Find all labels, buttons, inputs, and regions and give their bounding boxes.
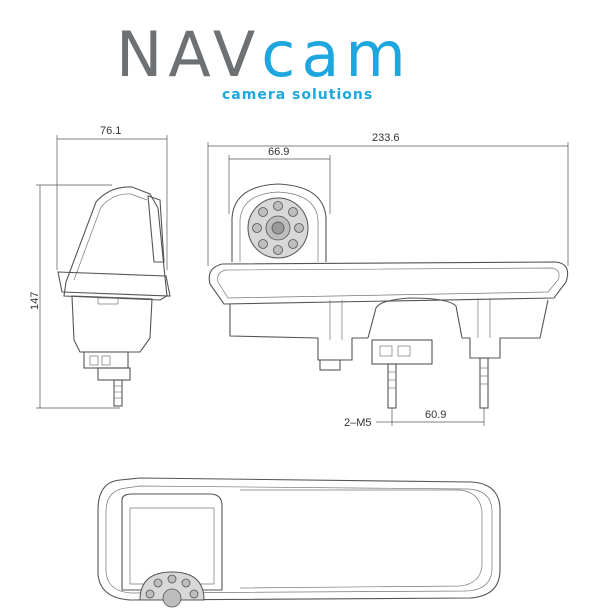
camera-width-label: 66.9	[268, 146, 289, 158]
brand-tagline: camera solutions	[222, 87, 373, 103]
side-view: 76.1 147	[29, 125, 171, 409]
top-view	[97, 477, 501, 608]
brand-logo: NAVcam camera solutions	[116, 18, 412, 103]
side-width-label: 76.1	[100, 125, 121, 137]
total-width-label: 233.6	[372, 132, 400, 144]
svg-text:NAVcam: NAVcam	[116, 18, 412, 91]
brand-name-part1: NAV	[116, 18, 261, 91]
height-label: 147	[29, 292, 41, 310]
thread-label: 2–M5	[344, 417, 372, 429]
brand-name-part2: cam	[261, 18, 411, 91]
front-view: 233.6 66.9	[207, 132, 569, 429]
mount-spacing-label: 60.9	[425, 409, 446, 421]
